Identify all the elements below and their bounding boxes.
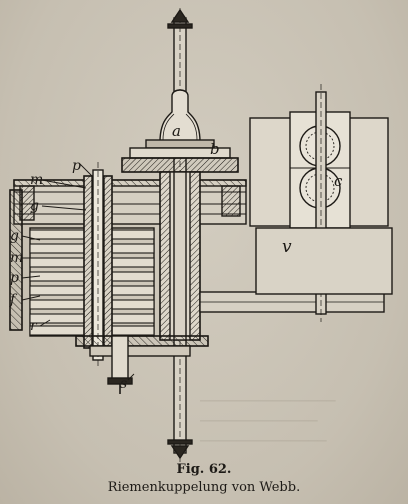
figure-number: Fig. 62. (176, 462, 232, 477)
label-p1: p (10, 270, 19, 286)
label-g1: g (10, 228, 19, 244)
label-b: b (210, 140, 220, 158)
label-s-bottom: s (120, 376, 127, 392)
label-v: v (282, 237, 292, 257)
label-r: r (30, 318, 38, 334)
bottom-collar (75, 335, 209, 394)
horizontal-beam (199, 291, 385, 313)
label-m2: m (10, 250, 23, 266)
upper-gear-housing (13, 179, 247, 225)
leader-lines (21, 163, 135, 381)
label-a: a (172, 122, 181, 140)
right-lower-block (255, 227, 393, 295)
secondary-shaft (83, 162, 113, 366)
main-shaft-sleeve (159, 171, 201, 341)
label-f: f (9, 292, 18, 308)
label-g-top: g (30, 198, 39, 214)
label-c: c (334, 172, 343, 190)
figure-title: Riemenkuppelung von Webb. (107, 480, 301, 495)
bleed-through-texture-3: ────────────── (200, 432, 327, 450)
label-m-top: m (30, 172, 43, 188)
bleed-through-texture-1: ─────────────── (200, 392, 336, 410)
top-pulley-flange (121, 147, 239, 173)
label-p-top: p (72, 158, 81, 174)
bleed-through-texture-2: ───────────── (200, 412, 318, 430)
